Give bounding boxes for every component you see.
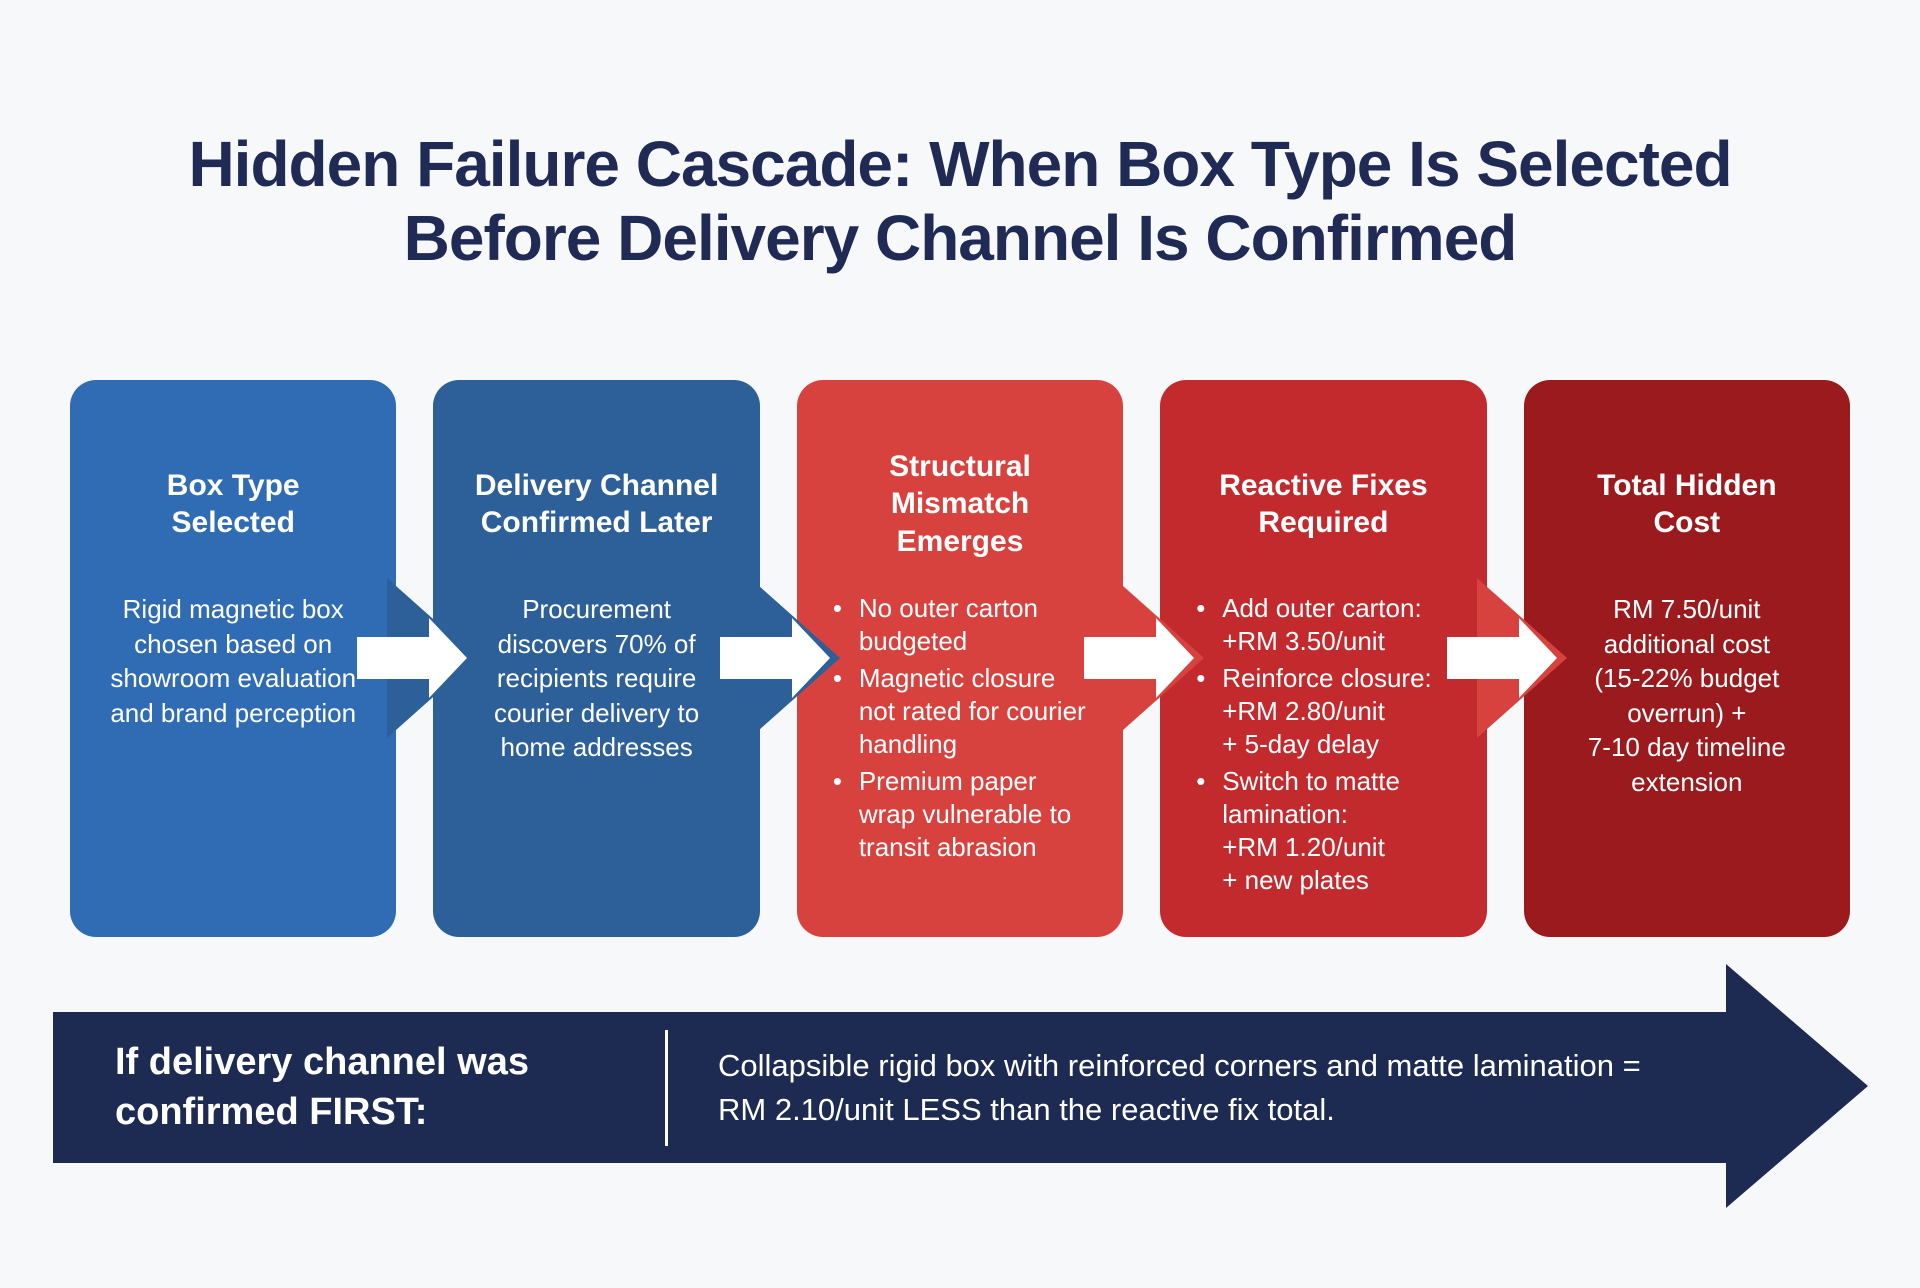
- banner-label: If delivery channel was confirmed FIRST:: [115, 1041, 529, 1133]
- stage-heading: Delivery Channel Confirmed Later: [474, 468, 719, 540]
- flow-arrow-icon: [1084, 578, 1204, 738]
- flow-arrow-icon: [357, 578, 477, 738]
- stage-bullet-list: Add outer carton: +RM 3.50/unit Reinforc…: [1186, 592, 1460, 897]
- banner-text: Collapsible rigid box with reinforced co…: [718, 1048, 1641, 1127]
- bullet-item: Switch to matte lamination: +RM 1.20/uni…: [1194, 765, 1460, 897]
- bullet-item: Add outer carton: +RM 3.50/unit: [1194, 592, 1460, 658]
- bullet-item: Premium paper wrap vulnerable to transit…: [831, 765, 1097, 864]
- stage-box-reactive-fixes-required: Reactive Fixes Required Add outer carton…: [1160, 380, 1487, 937]
- stage-box-structural-mismatch-emerges: Structural Mismatch Emerges No outer car…: [796, 380, 1124, 937]
- banner-divider: [665, 1029, 668, 1146]
- bullet-item: Reinforce closure: +RM 2.80/unit + 5-day…: [1194, 662, 1460, 761]
- stage-heading: Box Type Selected: [166, 468, 300, 540]
- stage-body: Rigid magnetic box chosen based on showr…: [110, 594, 357, 728]
- bullet-item: Magnetic closure not rated for courier h…: [831, 662, 1097, 761]
- stage-heading: Reactive Fixes Required: [1219, 468, 1428, 540]
- stage-heading: Structural Mismatch Emerges: [889, 449, 1031, 558]
- banner-arrowhead-icon: [1726, 964, 1868, 1208]
- stage-body: RM 7.50/unit additional cost (15-22% bud…: [1587, 594, 1786, 797]
- cascade-stages-row: Box Type Selected Rigid magnetic box cho…: [70, 380, 1851, 937]
- bullet-item: No outer carton budgeted: [831, 592, 1097, 658]
- bottom-banner: If delivery channel was confirmed FIRST:…: [53, 1012, 1726, 1163]
- page-title: Hidden Failure Cascade: When Box Type Is…: [188, 128, 1732, 274]
- stage-body: Procurement discovers 70% of recipients …: [494, 594, 700, 763]
- stage-bullet-list: No outer carton budgeted Magnetic closur…: [823, 592, 1097, 864]
- flow-arrow-icon: [720, 578, 840, 738]
- stage-box-delivery-channel-confirmed-later: Delivery Channel Confirmed Later Procure…: [433, 380, 760, 937]
- flow-arrow-icon: [1447, 578, 1567, 738]
- stage-box-box-type-selected: Box Type Selected Rigid magnetic box cho…: [70, 380, 397, 937]
- stage-heading: Total Hidden Cost: [1597, 468, 1777, 540]
- stage-box-total-hidden-cost: Total Hidden Cost RM 7.50/unit additiona…: [1523, 380, 1851, 937]
